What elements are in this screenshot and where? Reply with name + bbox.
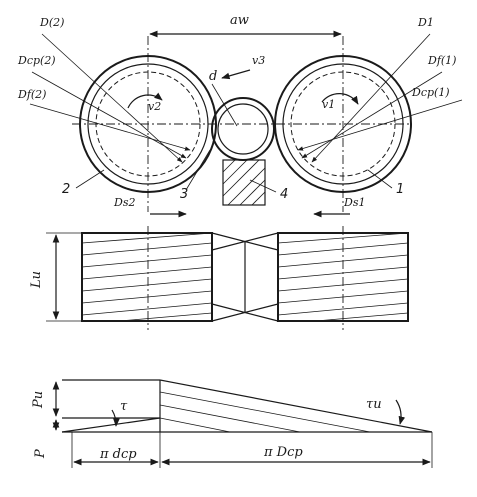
Df2-label: Df(2)	[17, 88, 46, 101]
right-roll	[274, 36, 412, 212]
d-label: d	[209, 69, 217, 84]
left-roll	[79, 36, 217, 212]
Pu-label: Pu	[31, 391, 46, 409]
pi-dcp-label: π dcp	[99, 447, 137, 462]
Ds2-label: Ds2	[113, 196, 135, 209]
development-view: Pu P τ τu π dcp π Dcp	[31, 379, 433, 468]
Lu-label: Lu	[29, 271, 44, 289]
Dcp1-label: Dcp(1)	[411, 86, 450, 99]
tau-label: τ	[120, 399, 128, 414]
Dcp2-label: Dcp(2)	[17, 54, 56, 67]
tau-u-angle	[395, 399, 406, 425]
part-2-label: 2	[62, 182, 70, 197]
tau-angle	[111, 409, 120, 427]
side-view: Lu	[29, 226, 409, 330]
part-3-label: 3	[180, 187, 188, 202]
part-4-label: 4	[280, 187, 288, 202]
D1-label: D1	[417, 16, 434, 29]
D2-label: D(2)	[39, 16, 64, 29]
v1-label: v1	[322, 98, 335, 111]
support-knife	[222, 159, 266, 206]
workpiece	[211, 97, 275, 161]
top-view: aw v3 d v2 v1 D(2) Dcp(2) Df(2) D1 Df(1)…	[17, 13, 463, 218]
v3-label: v3	[252, 54, 265, 67]
tau-u-label: τu	[366, 397, 382, 412]
Df1-label: Df(1)	[427, 54, 456, 67]
pi-Dcp-label: π Dcp	[263, 445, 303, 460]
P-label: P	[33, 449, 48, 459]
part-1-label: 1	[396, 182, 404, 197]
v1-rotation-arrow	[321, 93, 359, 105]
v2-label: v2	[148, 100, 161, 113]
Ds1-label: Ds1	[343, 196, 365, 209]
aw-label: aw	[230, 13, 249, 28]
v3-arrow	[221, 69, 251, 80]
v2-rotation-arrow	[127, 92, 163, 109]
